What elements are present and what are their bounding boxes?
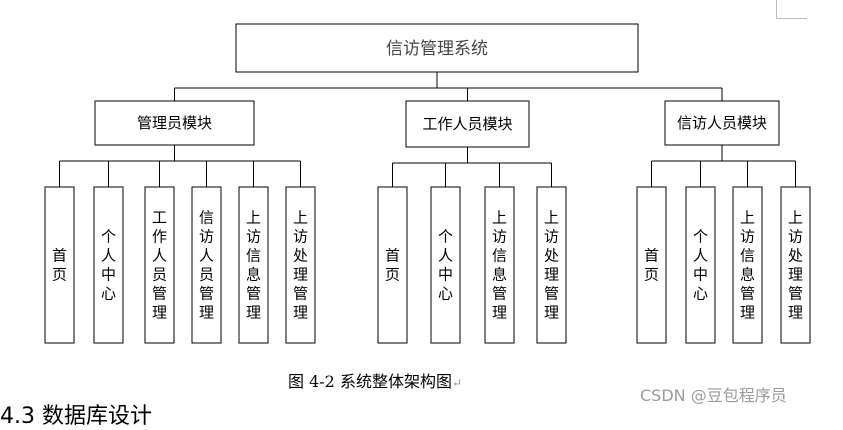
root-label: 信访管理系统 xyxy=(386,39,488,59)
leaf-node: 上访信息管理 xyxy=(238,186,269,344)
leaf-node: 上访处理管理 xyxy=(780,186,811,344)
leaf-node: 个人中心 xyxy=(93,186,124,344)
leaf-node: 首页 xyxy=(44,186,75,344)
leaf-box xyxy=(636,186,667,344)
leaf-label: 上访处理管理 xyxy=(788,209,803,322)
module-box xyxy=(664,100,780,146)
root-box xyxy=(235,23,639,73)
module-label: 信访人员模块 xyxy=(677,114,767,132)
leaf-box xyxy=(685,186,716,344)
leaf-box xyxy=(536,186,567,344)
section-heading: 4.3 数据库设计 xyxy=(0,404,152,429)
leaf-node: 上访处理管理 xyxy=(285,186,316,344)
module-label: 工作人员模块 xyxy=(422,115,512,133)
module-node: 管理员模块 xyxy=(94,100,255,146)
leaf-node: 上访信息管理 xyxy=(732,186,763,344)
leaf-box xyxy=(285,186,316,344)
leaf-label: 首页 xyxy=(385,247,400,284)
caption-text: 图 4-2 系统整体架构图 xyxy=(288,372,452,391)
leaf-node: 首页 xyxy=(377,186,408,344)
paragraph-mark: ↵ xyxy=(451,376,463,390)
module-box xyxy=(405,100,530,148)
leaf-box xyxy=(430,186,461,344)
leaf-label: 信访人员管理 xyxy=(199,209,214,322)
leaf-label: 工作人员管理 xyxy=(152,209,167,322)
module-node: 信访人员模块 xyxy=(664,100,780,146)
leaf-label: 个人中心 xyxy=(438,228,453,303)
leaf-node: 个人中心 xyxy=(685,186,716,344)
module-label: 管理员模块 xyxy=(137,114,212,132)
leaf-node: 工作人员管理 xyxy=(144,186,175,344)
leaf-node: 信访人员管理 xyxy=(191,186,222,344)
module-node: 工作人员模块 xyxy=(405,100,530,148)
root-node: 信访管理系统 xyxy=(235,23,639,73)
csdn-watermark: CSDN @豆包程序员 xyxy=(640,386,787,405)
leaf-node: 个人中心 xyxy=(430,186,461,344)
leaf-label: 首页 xyxy=(644,247,659,284)
leaf-label: 个人中心 xyxy=(101,228,116,303)
leaf-node: 上访处理管理 xyxy=(536,186,567,344)
leaf-node: 上访信息管理 xyxy=(484,186,515,344)
leaf-label: 上访信息管理 xyxy=(740,209,755,322)
leaf-label: 上访信息管理 xyxy=(246,209,261,322)
leaf-label: 个人中心 xyxy=(693,228,708,303)
leaf-box xyxy=(144,186,175,344)
leaf-node: 首页 xyxy=(636,186,667,344)
figure-caption: 图 4-2 系统整体架构图↵ xyxy=(288,368,462,392)
leaf-label: 上访信息管理 xyxy=(492,209,507,322)
leaf-box xyxy=(732,186,763,344)
leaf-label: 上访处理管理 xyxy=(544,209,559,322)
leaf-box xyxy=(377,186,408,344)
leaf-box xyxy=(484,186,515,344)
leaf-label: 首页 xyxy=(52,247,67,284)
leaf-label: 上访处理管理 xyxy=(293,209,308,322)
page-corner-mark xyxy=(776,0,807,19)
